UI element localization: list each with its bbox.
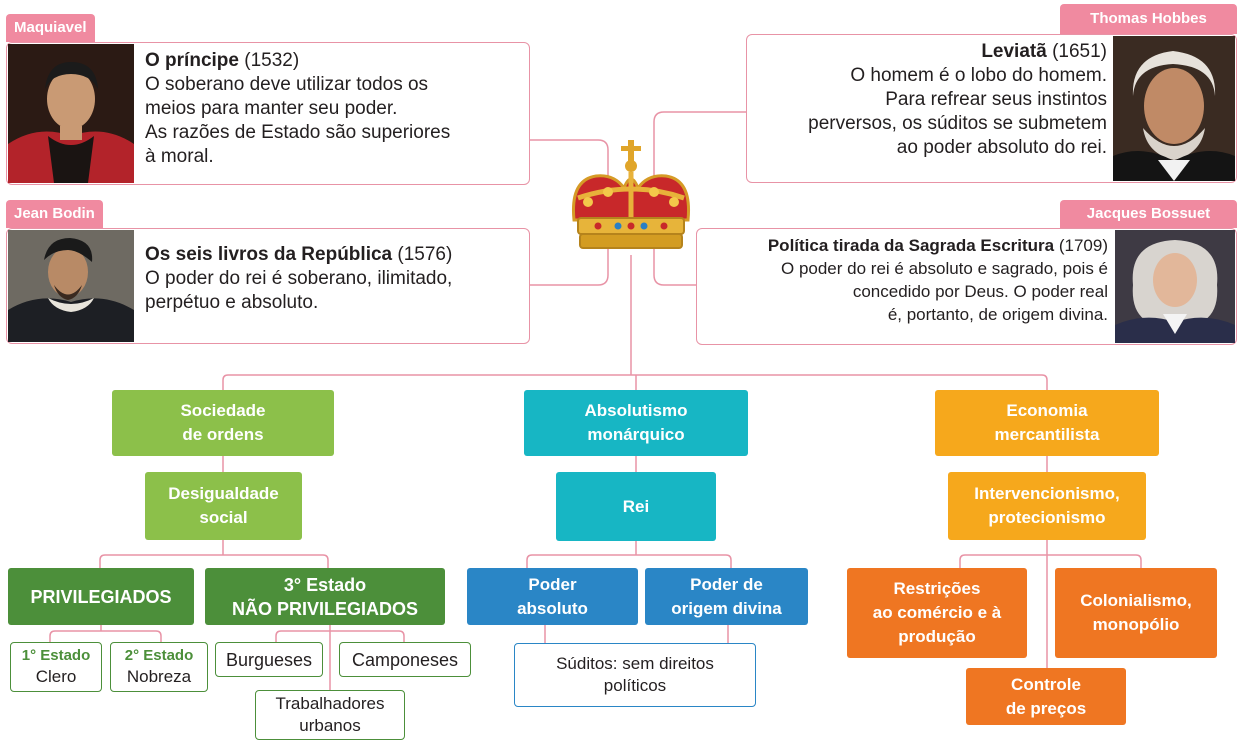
work-title: Leviatã	[981, 41, 1047, 62]
subjects-box: Súditos: sem direitos políticos	[514, 643, 756, 707]
privileged-box: PRIVILEGIADOS	[8, 568, 194, 625]
box-label: Absolutismo monárquico	[584, 401, 688, 444]
text-line: perversos, os súditos se submetem	[808, 113, 1107, 134]
third-estate-box: 3° Estado NÃO PRIVILEGIADOS	[205, 568, 445, 625]
king-box: Rei	[556, 472, 716, 541]
box-label: PRIVILEGIADOS	[30, 586, 172, 607]
text-line: meios para manter seu poder.	[145, 98, 398, 119]
author-tag-bodin: Jean Bodin	[6, 200, 103, 228]
estate-label: 1° Estado	[21, 647, 91, 664]
work-title: Política tirada da Sagrada Escritura	[767, 236, 1055, 255]
text-line: O poder do rei é absoluto e sagrado, poi…	[781, 259, 1108, 278]
absolutism-box: Absolutismo monárquico	[524, 390, 748, 456]
text-line: As razões de Estado são superiores	[145, 122, 451, 143]
estate-value: Clero	[35, 667, 77, 686]
author-name: Thomas Hobbes	[1090, 10, 1207, 27]
box-label: Desigualdade social	[168, 484, 279, 527]
class-label: Trabalhadores urbanos	[275, 694, 385, 735]
box-label: Sociedade de ordens	[180, 401, 266, 444]
author-text-bodin: Os seis livros da República (1576) O pod…	[145, 243, 525, 315]
work-year: (1709)	[1058, 236, 1108, 255]
portrait-bossuet	[1115, 230, 1235, 343]
work-title: Os seis livros da República	[145, 244, 393, 265]
author-tag-bossuet: Jacques Bossuet	[1060, 200, 1237, 228]
interventionism-box: Intervencionismo, protecionismo	[948, 472, 1146, 540]
author-name: Jacques Bossuet	[1086, 205, 1211, 222]
box-label: Restrições ao comércio e à produção	[872, 579, 1002, 646]
author-text-hobbes: Leviatã (1651) O homem é o lobo do homem…	[752, 40, 1107, 160]
divine-power-box: Poder de origem divina	[645, 568, 808, 625]
estate-value: Nobreza	[126, 667, 192, 686]
text-line: perpétuo e absoluto.	[145, 292, 319, 313]
society-of-orders-box: Sociedade de ordens	[112, 390, 334, 456]
price-control-box: Controle de preços	[966, 668, 1126, 725]
box-label: Economia mercantilista	[994, 401, 1100, 444]
work-year: (1576)	[397, 244, 453, 265]
text-line: O soberano deve utilizar todos os	[145, 74, 429, 95]
box-label: Controle de preços	[1005, 674, 1087, 718]
restrictions-box: Restrições ao comércio e à produção	[847, 568, 1027, 658]
author-tag-maquiavel: Maquiavel	[6, 14, 95, 42]
box-label: Colonialismo, monopólio	[1080, 591, 1192, 634]
text-line: Para refrear seus instintos	[885, 89, 1107, 110]
urban-workers-box: Trabalhadores urbanos	[255, 690, 405, 740]
work-year: (1651)	[1052, 41, 1107, 62]
absolute-power-box: Poder absoluto	[467, 568, 638, 625]
subjects-label: Súditos: sem direitos políticos	[556, 654, 714, 695]
text-line: à moral.	[145, 146, 214, 167]
box-label: Poder absoluto	[517, 574, 588, 618]
portrait-bodin	[8, 230, 134, 342]
portrait-hobbes	[1113, 36, 1235, 181]
text-line: concedido por Deus. O poder real	[852, 282, 1108, 301]
class-label: Camponeses	[351, 649, 459, 670]
second-estate-box: 2° Estado Nobreza	[110, 642, 208, 692]
text-line: ao poder absoluto do rei.	[896, 137, 1107, 158]
author-text-bossuet: Política tirada da Sagrada Escritura (17…	[700, 234, 1108, 326]
class-label: Burgueses	[225, 649, 313, 670]
portrait-maquiavel	[8, 44, 134, 183]
text-line: é, portanto, de origem divina.	[887, 305, 1108, 324]
author-tag-hobbes: Thomas Hobbes	[1060, 4, 1237, 34]
author-text-maquiavel: O príncipe (1532) O soberano deve utiliz…	[145, 49, 525, 169]
box-label: Poder de origem divina	[671, 574, 782, 618]
author-name: Maquiavel	[14, 19, 87, 36]
box-label: Intervencionismo, protecionismo	[974, 484, 1120, 527]
estate-label: 2° Estado	[124, 647, 194, 664]
box-label: 3° Estado NÃO PRIVILEGIADOS	[231, 574, 419, 619]
mercantilist-economy-box: Economia mercantilista	[935, 390, 1159, 456]
bourgeois-box: Burgueses	[215, 642, 323, 677]
first-estate-box: 1° Estado Clero	[10, 642, 102, 692]
royal-crown-icon	[566, 140, 696, 255]
work-year: (1532)	[244, 50, 300, 71]
author-name: Jean Bodin	[14, 205, 95, 222]
peasants-box: Camponeses	[339, 642, 471, 677]
colonialism-box: Colonialismo, monopólio	[1055, 568, 1217, 658]
work-title: O príncipe	[145, 50, 239, 71]
box-label: Rei	[622, 496, 650, 516]
text-line: O poder do rei é soberano, ilimitado,	[145, 268, 453, 289]
text-line: O homem é o lobo do homem.	[850, 65, 1107, 86]
social-inequality-box: Desigualdade social	[145, 472, 302, 540]
